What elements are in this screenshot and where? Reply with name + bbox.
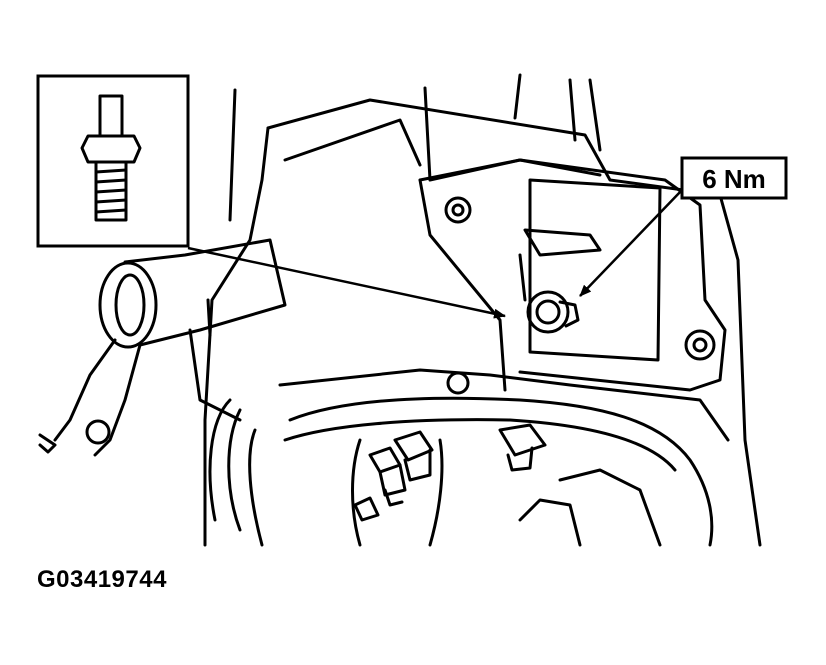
leader-arrows [187, 189, 683, 319]
mounting-plate [418, 158, 727, 395]
figure-id: G03419744 [37, 566, 167, 593]
stud-bolt-icon [80, 94, 142, 222]
inset-leader-arrow [187, 246, 506, 319]
shift-lever-arm [38, 238, 287, 457]
lower-flange [283, 396, 714, 547]
torque-leader-arrow [579, 189, 683, 297]
transmission-housing [203, 73, 762, 547]
bolt-icon [526, 290, 580, 334]
torque-label: 6 Nm [702, 164, 766, 194]
inset-box [36, 74, 190, 248]
torque-callout: 6 Nm [680, 156, 788, 200]
